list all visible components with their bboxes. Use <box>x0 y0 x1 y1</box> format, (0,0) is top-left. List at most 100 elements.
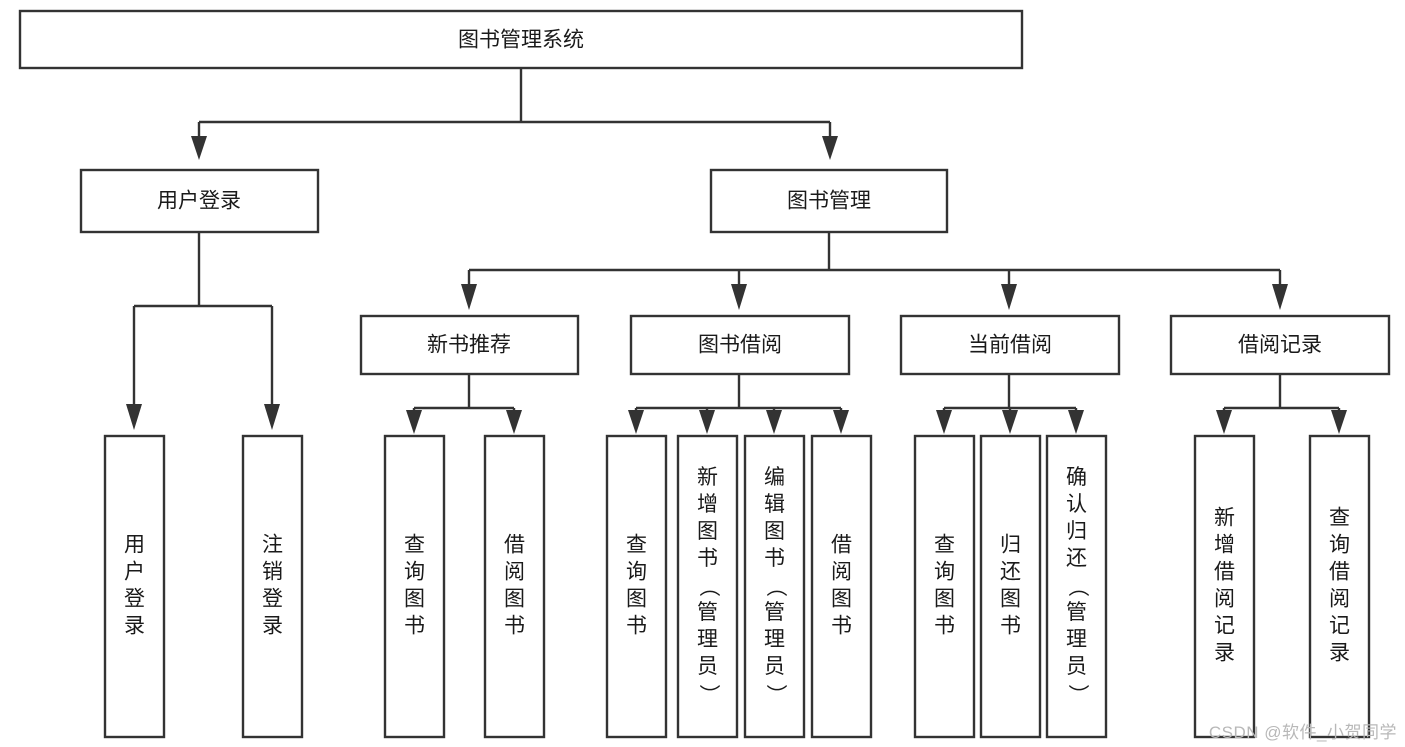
node-current-borrow-box[interactable] <box>899 314 1121 376</box>
svg-text:登: 登 <box>262 588 283 611</box>
node-leaf-confirm-return-admin-box[interactable] <box>1045 434 1108 739</box>
svg-text:员: 员 <box>764 655 785 678</box>
node-leaf-edit-book-admin-box[interactable] <box>743 434 806 739</box>
edges-layer <box>126 68 1347 434</box>
svg-text:阅: 阅 <box>1214 588 1235 611</box>
svg-text:书: 书 <box>404 615 425 638</box>
svg-text:（: （ <box>697 576 720 597</box>
node-leaf-user-login-box[interactable] <box>103 434 166 739</box>
node-leaf-query-borrow-record-box[interactable] <box>1308 434 1371 739</box>
node-leaf-borrow-book-box[interactable] <box>810 434 873 739</box>
svg-text:新: 新 <box>697 466 718 489</box>
node-new-book-recommend-box[interactable] <box>359 314 580 376</box>
svg-text:管: 管 <box>697 601 718 624</box>
svg-text:查: 查 <box>404 534 425 557</box>
svg-text:查: 查 <box>626 534 647 557</box>
arrowhead-leaf-query-book-borrow <box>628 410 644 434</box>
arrowhead-user-login <box>191 136 207 160</box>
svg-text:图: 图 <box>1000 588 1021 611</box>
svg-text:阅: 阅 <box>1329 588 1350 611</box>
arrowhead-book-management <box>822 136 838 160</box>
node-leaf-add-borrow-record-box[interactable] <box>1193 434 1256 739</box>
node-leaf-user-logout-box[interactable] <box>241 434 304 739</box>
arrowhead-leaf-query-book-new <box>406 410 422 434</box>
arrowhead-leaf-add-book-admin <box>699 410 715 434</box>
node-leaf-borrow-book-new-box[interactable] <box>483 434 546 739</box>
svg-text:理: 理 <box>1066 628 1087 651</box>
svg-text:用: 用 <box>124 534 145 557</box>
node-root-box[interactable] <box>18 9 1024 70</box>
svg-text:图: 图 <box>504 588 525 611</box>
svg-text:认: 认 <box>1066 493 1087 516</box>
svg-text:借: 借 <box>1214 561 1235 584</box>
leaf-labels-layer: 用户登录注销登录查询图书借阅图书查询图书新增图书（管理员）编辑图书（管理员）借阅… <box>124 466 1350 705</box>
svg-text:图: 图 <box>404 588 425 611</box>
node-leaf-query-book-borrow-box[interactable] <box>605 434 668 739</box>
svg-text:新: 新 <box>1214 507 1235 530</box>
node-new-book-recommend-label: 新书推荐 <box>427 334 511 357</box>
node-leaf-return-book-box[interactable] <box>979 434 1042 739</box>
svg-text:录: 录 <box>124 615 145 638</box>
svg-text:增: 增 <box>1214 534 1235 557</box>
svg-text:员: 员 <box>1066 655 1087 678</box>
svg-text:询: 询 <box>934 561 955 584</box>
node-current-borrow[interactable]: 当前借阅 <box>899 314 1121 376</box>
node-leaf-add-book-admin-box[interactable] <box>676 434 739 739</box>
svg-text:图: 图 <box>934 588 955 611</box>
node-book-borrow-label: 图书借阅 <box>698 334 782 357</box>
svg-text:借: 借 <box>831 534 852 557</box>
svg-text:书: 书 <box>831 615 852 638</box>
node-book-management[interactable]: 图书管理 <box>709 168 949 234</box>
svg-text:图: 图 <box>764 520 785 543</box>
node-borrow-record[interactable]: 借阅记录 <box>1169 314 1391 376</box>
svg-text:注: 注 <box>262 534 283 557</box>
node-user-login[interactable]: 用户登录 <box>79 168 320 234</box>
leaf-boxes-layer <box>103 434 1371 739</box>
svg-text:图: 图 <box>831 588 852 611</box>
node-user-login-box[interactable] <box>79 168 320 234</box>
svg-text:书: 书 <box>626 615 647 638</box>
arrowhead-book-borrow <box>731 284 747 310</box>
svg-text:借: 借 <box>1329 561 1350 584</box>
svg-text:销: 销 <box>262 561 283 584</box>
node-book-borrow-box[interactable] <box>629 314 851 376</box>
node-book-management-box[interactable] <box>709 168 949 234</box>
svg-text:）: ） <box>697 684 720 705</box>
svg-text:辑: 辑 <box>764 493 785 516</box>
svg-text:记: 记 <box>1329 615 1350 638</box>
node-new-book-recommend[interactable]: 新书推荐 <box>359 314 580 376</box>
node-book-borrow[interactable]: 图书借阅 <box>629 314 851 376</box>
arrowhead-leaf-add-borrow-record <box>1216 410 1232 434</box>
node-root[interactable]: 图书管理系统 <box>18 9 1024 70</box>
svg-text:管: 管 <box>764 601 785 624</box>
arrowhead-leaf-borrow-book-new <box>506 410 522 434</box>
arrowhead-leaf-return-book <box>1002 410 1018 434</box>
node-leaf-user-login-label: 用户登录 <box>124 534 145 638</box>
node-borrow-record-box[interactable] <box>1169 314 1391 376</box>
svg-text:确: 确 <box>1066 466 1087 489</box>
svg-text:（: （ <box>764 576 787 597</box>
node-leaf-query-book-current-box[interactable] <box>913 434 976 739</box>
svg-text:理: 理 <box>764 628 785 651</box>
arrowhead-leaf-user-login <box>126 404 142 430</box>
node-borrow-record-label: 借阅记录 <box>1238 334 1322 357</box>
arrowhead-new-book-recommend <box>461 284 477 310</box>
svg-text:归: 归 <box>1000 534 1021 557</box>
node-leaf-query-book-new-box[interactable] <box>383 434 446 739</box>
svg-text:图: 图 <box>626 588 647 611</box>
svg-text:书: 书 <box>934 615 955 638</box>
arrowhead-leaf-borrow-book <box>833 410 849 434</box>
svg-text:增: 增 <box>697 493 718 516</box>
